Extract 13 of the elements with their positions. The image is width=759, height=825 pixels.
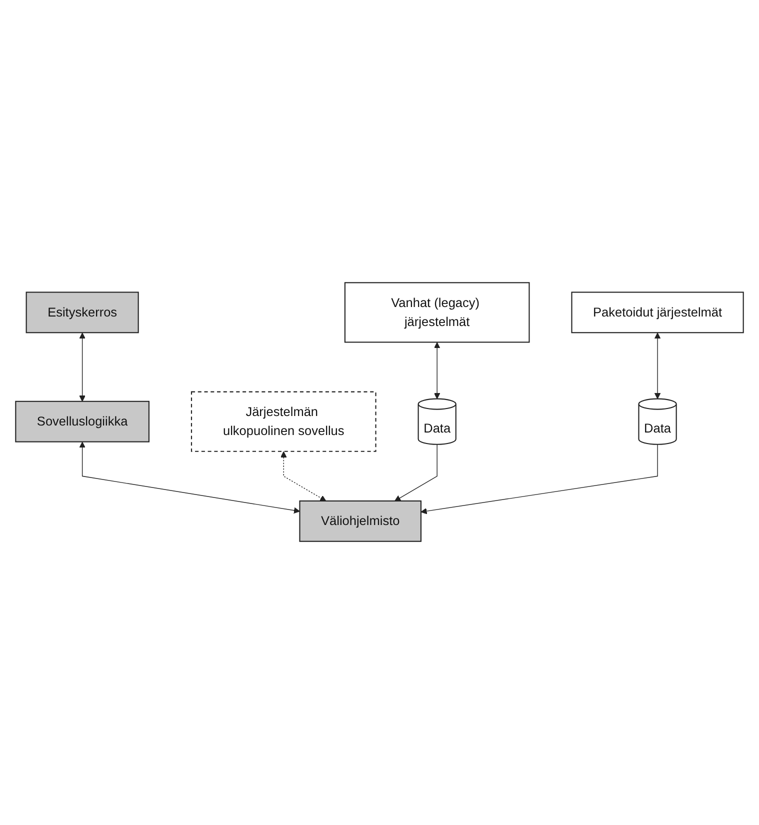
arrow	[79, 442, 300, 514]
node-box: Esityskerros	[26, 292, 139, 334]
arrow	[434, 342, 440, 400]
arrow	[420, 444, 658, 515]
node-box: Väliohjelmisto	[299, 500, 422, 542]
arrow	[79, 333, 86, 402]
arrow	[654, 333, 661, 400]
node-box: Paketoidut järjestelmät	[571, 292, 744, 334]
arrow	[394, 444, 438, 502]
node-box: Järjestelmän ulkopuolinen sovellus	[190, 392, 376, 452]
node-box: Vanhat (legacy) järjestelmät	[344, 282, 530, 344]
node-box: Sovelluslogiikka	[15, 401, 150, 443]
arrow	[280, 452, 326, 502]
